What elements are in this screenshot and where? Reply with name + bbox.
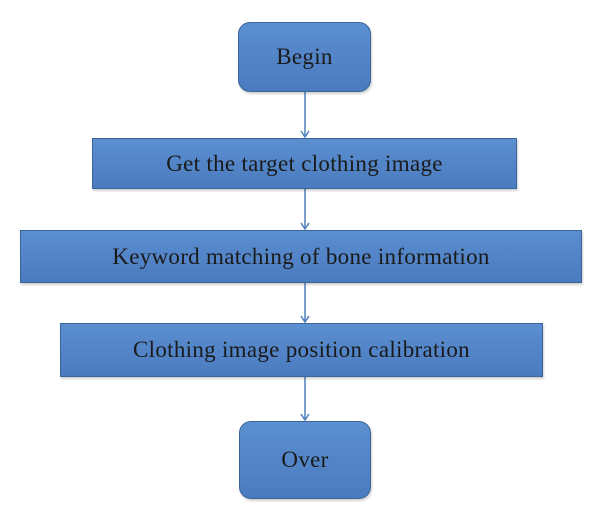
node-get-image-label: Get the target clothing image: [166, 150, 443, 176]
node-position-calibration-label: Clothing image position calibration: [133, 337, 470, 362]
node-begin: Begin: [238, 22, 371, 92]
node-over-label: Over: [281, 447, 329, 472]
node-begin-label: Begin: [276, 44, 333, 69]
node-get-image: Get the target clothing image: [92, 138, 517, 189]
node-over: Over: [239, 421, 371, 499]
node-keyword-match-label: Keyword matching of bone information: [112, 243, 490, 269]
node-position-calibration: Clothing image position calibration: [60, 323, 543, 377]
node-keyword-match: Keyword matching of bone information: [20, 230, 582, 283]
